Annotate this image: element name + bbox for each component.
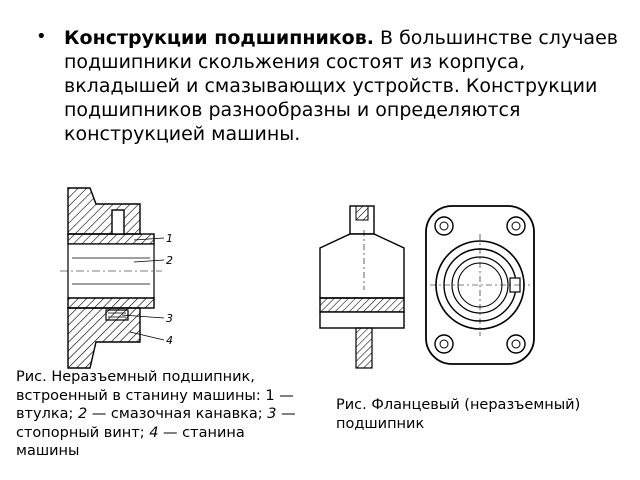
caption-num-2: 2 bbox=[77, 406, 88, 422]
caption-text-3: — стопорный винт; bbox=[16, 406, 296, 441]
bullet-body: В большинстве случаев подшипники скольже… bbox=[64, 27, 618, 145]
caption-num-4: 4 bbox=[149, 424, 159, 441]
bearing-section-drawing: 1 2 3 4 bbox=[60, 187, 173, 369]
bullet-heading: Конструкции подшипников. bbox=[64, 27, 374, 49]
figure-right-caption: Рис. Фланцевый (неразъемный) подшипник bbox=[336, 397, 581, 432]
bullet-dot-icon: • bbox=[36, 26, 47, 47]
caption-num-3: 3 bbox=[267, 406, 277, 422]
bullet-paragraph: Конструкции подшипников. В большинстве с… bbox=[64, 26, 620, 146]
caption-text-2: — смазочная канавка; bbox=[87, 406, 268, 422]
callout-2: 2 bbox=[166, 254, 173, 267]
callout-3: 3 bbox=[166, 312, 173, 325]
caption-text-4: — станина машины bbox=[16, 424, 245, 460]
flange-bearing-front-drawing bbox=[425, 205, 535, 365]
callout-4: 4 bbox=[166, 334, 173, 347]
bullet-item: • Конструкции подшипников. В большинстве… bbox=[30, 26, 620, 146]
figure-left-caption: Рис. Неразъемный подшипник, встроенный в… bbox=[16, 368, 306, 461]
caption-prefix: Рис. Неразъемный подшипник, встроенный в… bbox=[16, 369, 294, 422]
callout-1: 1 bbox=[166, 232, 173, 245]
flange-bearing-section-drawing bbox=[319, 205, 405, 369]
